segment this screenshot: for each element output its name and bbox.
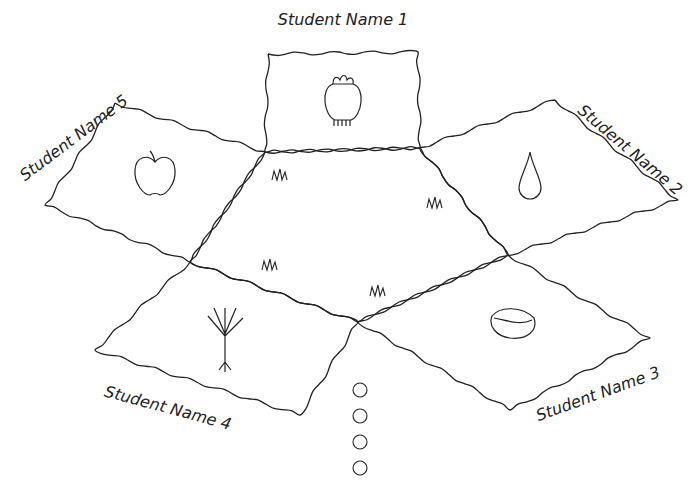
student-petal: Student Name 3: [354, 251, 654, 414]
petal-outline: [261, 48, 424, 156]
student-name: Student Name 1: [278, 11, 409, 29]
student-name: Student Name 2: [574, 101, 685, 198]
seed-pod-icon: [325, 76, 361, 121]
student-name: Student Name 5: [17, 92, 132, 185]
petal-outline: [416, 96, 682, 259]
grass-tuft: [272, 169, 287, 180]
grass-tuft: [427, 197, 442, 208]
dot-circle: [353, 435, 367, 449]
grass-tuft: [262, 259, 277, 270]
student-petal: Student Name 4: [91, 258, 362, 419]
sprout-icon: [208, 308, 243, 372]
apple-icon: [135, 151, 175, 195]
student-name: Student Name 3: [534, 363, 663, 424]
student-petal: Student Name 2: [416, 96, 682, 259]
drop-icon: [519, 152, 541, 199]
student-petal: Student Name 5: [41, 99, 269, 266]
dot-circle: [353, 383, 367, 397]
dot-circle: [353, 461, 367, 475]
dot-circle: [353, 409, 367, 423]
student-name: Student Name 4: [103, 383, 234, 434]
center-ground: [190, 147, 508, 322]
seed-icon: [491, 309, 535, 339]
petal-outline: [41, 99, 269, 266]
student-petal: Student Name 1: [261, 48, 424, 156]
pod-fringe: [334, 120, 350, 126]
grass-tuft: [370, 285, 385, 296]
